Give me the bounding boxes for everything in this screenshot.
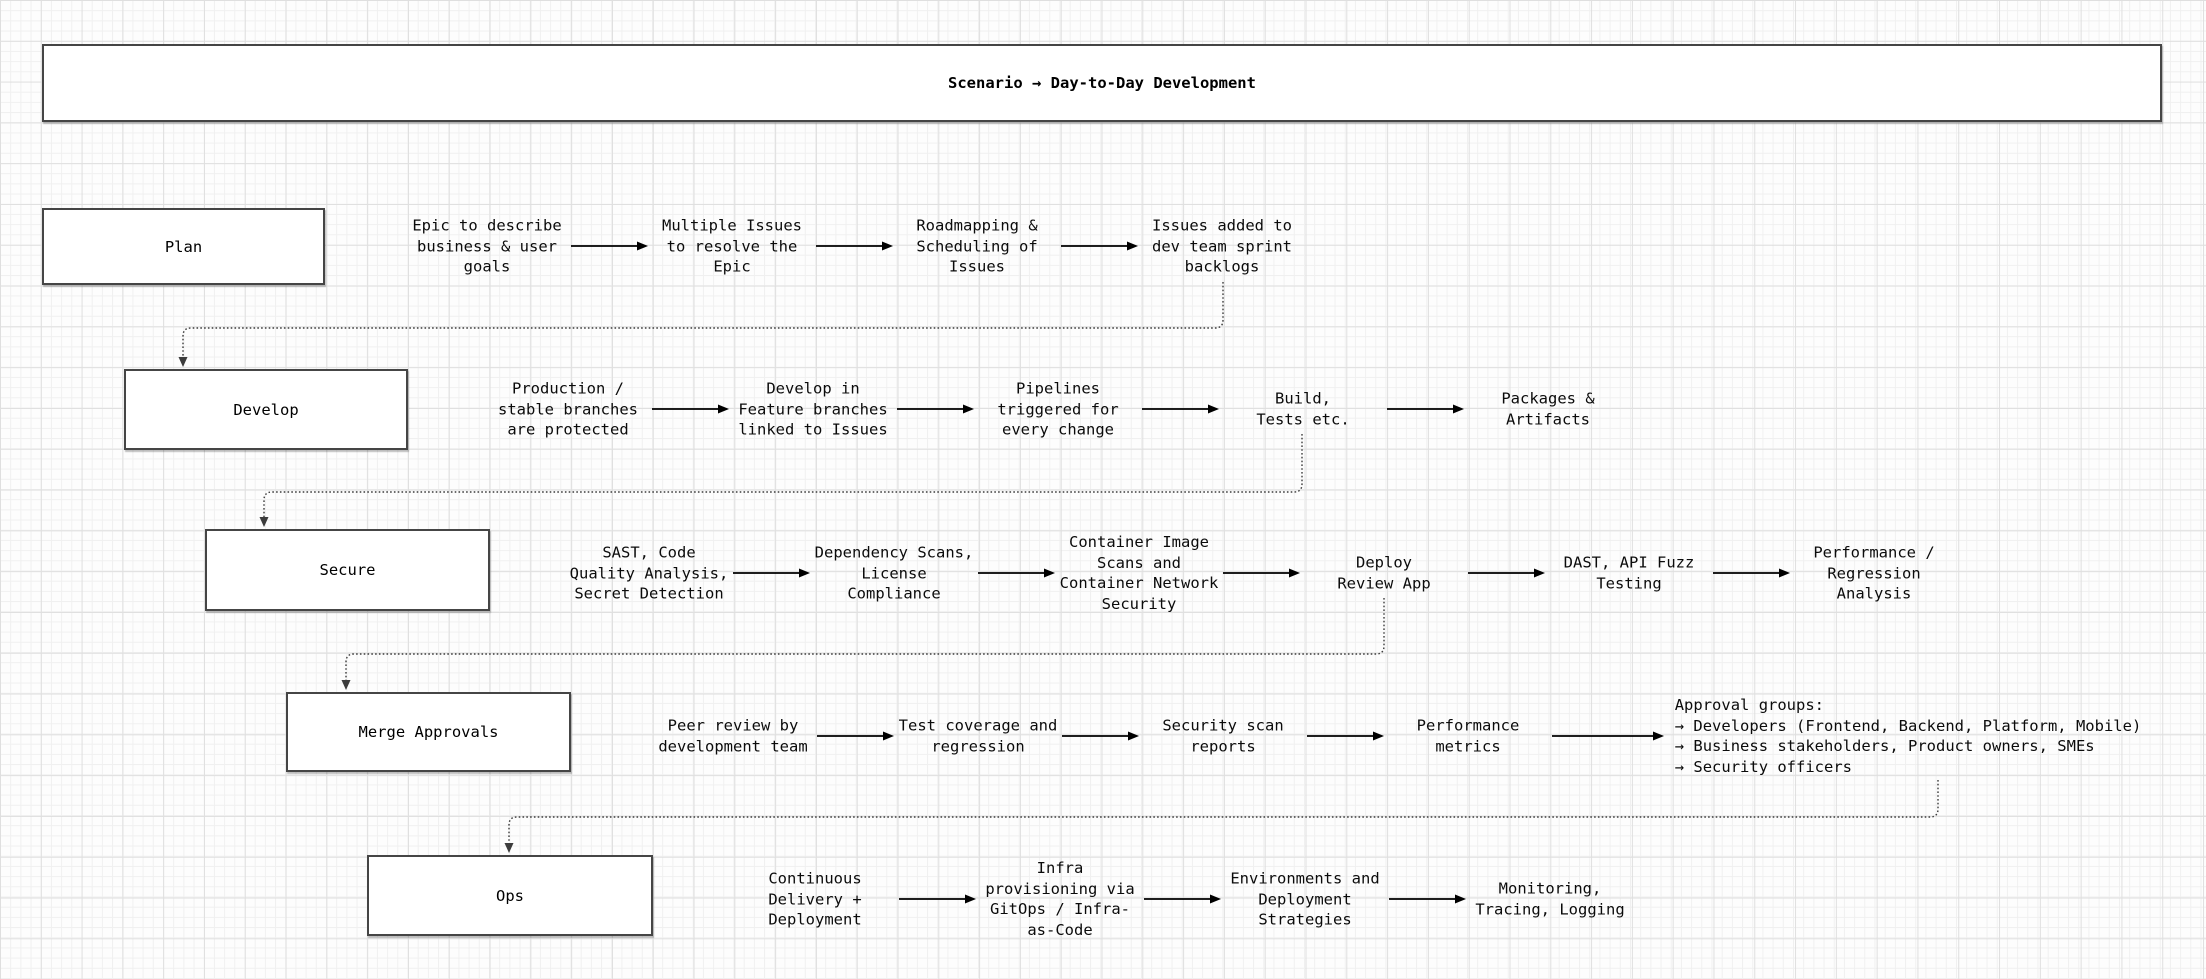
flow-node-ops-4: Monitoring, Tracing, Logging	[1475, 879, 1625, 919]
row-connector-arrowhead-icon	[178, 357, 188, 367]
flow-node-plan-2: Multiple Issues to resolve the Epic	[662, 216, 802, 276]
flow-node-merge-approvals-2: Test coverage and regression	[898, 716, 1058, 756]
flow-arrowhead-icon	[1455, 894, 1466, 904]
stage-box-merge-approvals: Merge Approvals	[286, 692, 571, 772]
flow-arrowhead-icon	[1127, 241, 1138, 251]
flow-arrowhead-icon	[1534, 568, 1545, 578]
flow-arrowhead-icon	[883, 731, 894, 741]
flow-node-merge-approvals-4: Performance metrics	[1416, 716, 1520, 756]
flow-arrowhead-icon	[718, 404, 729, 414]
flow-node-plan-3: Roadmapping & Scheduling of Issues	[916, 216, 1038, 276]
flow-arrowhead-icon	[799, 568, 810, 578]
flow-arrowhead-icon	[1453, 404, 1464, 414]
row-connector-line	[182, 282, 1224, 358]
flow-node-develop-2: Develop in Feature branches linked to Is…	[738, 379, 888, 439]
stage-box-ops: Ops	[367, 855, 653, 936]
flow-arrowhead-icon	[1128, 731, 1139, 741]
flow-arrowhead-icon	[965, 894, 976, 904]
row-connector-line	[508, 780, 1939, 844]
flow-node-develop-5: Packages & Artifacts	[1501, 389, 1595, 429]
flow-node-plan-4: Issues added to dev team sprint backlogs	[1152, 216, 1292, 276]
flow-node-merge-approvals-3: Security scan reports	[1162, 716, 1284, 756]
row-connector-line	[263, 434, 1303, 518]
row-connector-line	[345, 598, 1385, 681]
flow-node-ops-1: Continuous Delivery + Deployment	[768, 869, 862, 929]
flow-arrowhead-icon	[1289, 568, 1300, 578]
flow-arrowhead-icon	[1653, 731, 1664, 741]
flow-node-secure-3: Container Image Scans and Container Netw…	[1059, 533, 1219, 613]
flow-arrowhead-icon	[1208, 404, 1219, 414]
flow-node-secure-1: SAST, Code Quality Analysis, Secret Dete…	[569, 543, 729, 603]
title-box: Scenario → Day-to-Day Development	[42, 44, 2162, 122]
flow-node-secure-2: Dependency Scans, License Compliance	[814, 543, 974, 603]
flow-node-merge-approvals-1: Peer review by development team	[658, 716, 808, 756]
stage-box-plan: Plan	[42, 208, 325, 285]
flow-arrowhead-icon	[637, 241, 648, 251]
row-connector-arrowhead-icon	[504, 843, 514, 853]
flow-node-develop-3: Pipelines triggered for every change	[997, 379, 1119, 439]
flow-arrowhead-icon	[1044, 568, 1055, 578]
row-connector-arrowhead-icon	[259, 517, 269, 527]
flow-node-secure-5: DAST, API Fuzz Testing	[1563, 553, 1695, 593]
stage-box-develop: Develop	[124, 369, 408, 450]
flow-node-secure-6: Performance / Regression Analysis	[1813, 543, 1935, 603]
flow-arrowhead-icon	[963, 404, 974, 414]
flow-arrowhead-icon	[1210, 894, 1221, 904]
diagram-title: Scenario → Day-to-Day Development	[948, 74, 1256, 92]
flow-node-secure-4: Deploy Review App	[1337, 553, 1431, 593]
row-connector-arrowhead-icon	[341, 680, 351, 690]
flow-node-ops-3: Environments and Deployment Strategies	[1230, 869, 1380, 929]
flow-node-develop-1: Production / stable branches are protect…	[498, 379, 638, 439]
flow-arrowhead-icon	[1373, 731, 1384, 741]
flow-arrowhead-icon	[1779, 568, 1790, 578]
flow-node-develop-4: Build, Tests etc.	[1256, 389, 1350, 429]
flow-arrowhead-icon	[882, 241, 893, 251]
stage-box-secure: Secure	[205, 529, 490, 611]
flow-node-plan-1: Epic to describe business & user goals	[412, 216, 562, 276]
flow-node-ops-2: Infra provisioning via GitOps / Infra- a…	[985, 859, 1135, 939]
flow-node-merge-approvals-5: Approval groups: → Developers (Frontend,…	[1674, 696, 2142, 776]
